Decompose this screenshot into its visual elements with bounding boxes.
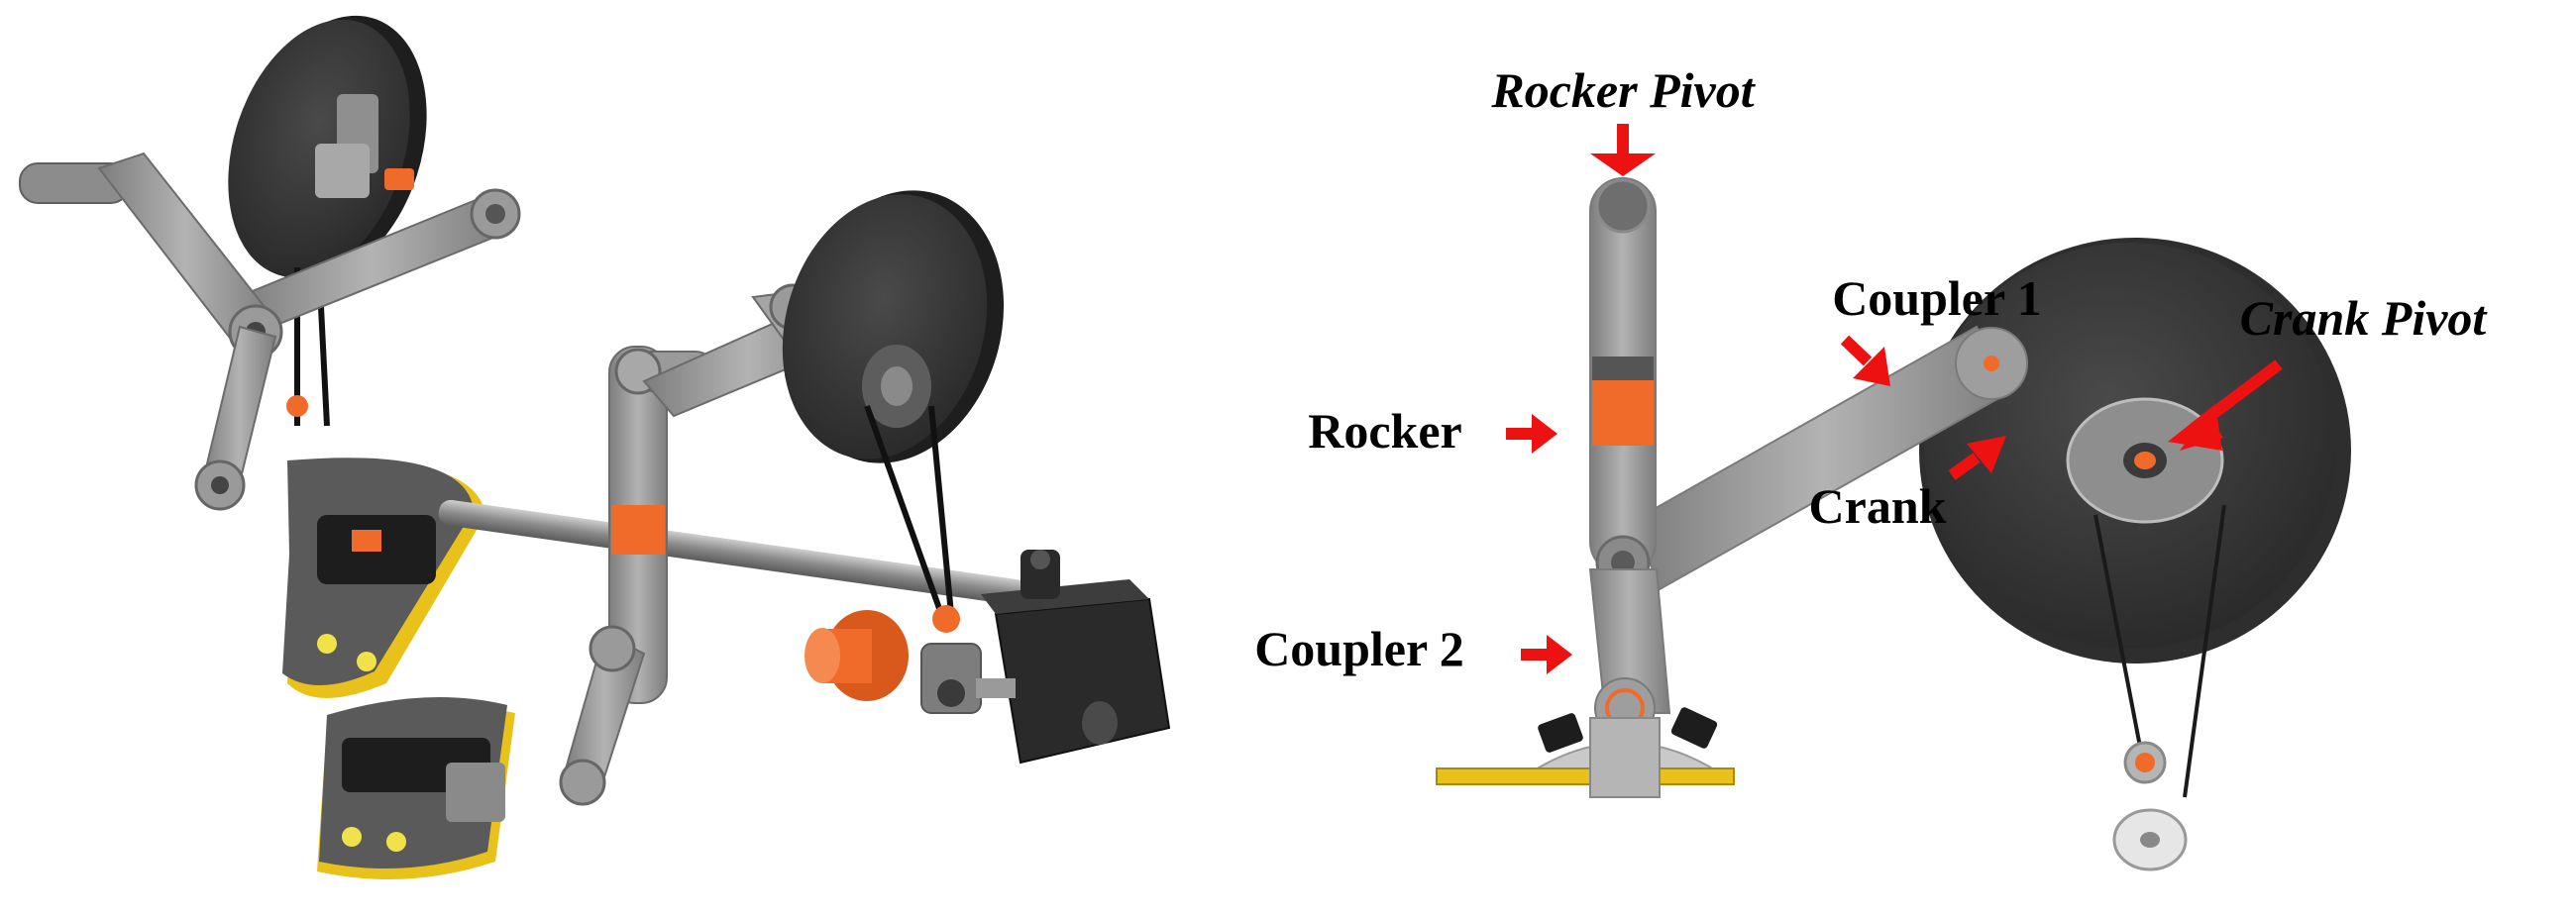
coupler-2-link (1588, 568, 1671, 739)
arrows (1506, 124, 2283, 674)
motor-box (976, 550, 1171, 765)
front-crank-disk (782, 190, 1005, 463)
shaft-coupling (805, 610, 909, 701)
front-coupler-2 (559, 625, 646, 806)
label-coupler-2: Coupler 2 (1254, 621, 1464, 676)
back-foot-plate (282, 458, 485, 698)
label-crank-pivot: Crank Pivot (2240, 290, 2489, 346)
mechanism-3d-view (19, 15, 1171, 879)
crank-pivot-arrow (2168, 359, 2283, 451)
rocker-pivot-arrow (1590, 124, 1656, 176)
front-foot-plate (317, 697, 515, 879)
label-crank: Crank (1809, 478, 1947, 534)
rocker-link (1589, 177, 1657, 590)
rocker-arrow (1506, 414, 1557, 454)
crank-arrow (1948, 436, 2006, 480)
coupler-2-arrow (1521, 635, 1572, 674)
front-pedal-mount (920, 605, 982, 714)
back-crank-disk (228, 15, 427, 282)
back-upper-link (236, 188, 521, 334)
linkage-diagram: Rocker Pivot Coupler 1 Crank Pivot Rocke… (1254, 62, 2489, 871)
label-rocker: Rocker (1308, 403, 1462, 459)
label-rocker-pivot: Rocker Pivot (1490, 62, 1756, 118)
front-belt-left (864, 404, 944, 616)
belt-and-pulley (2093, 504, 2226, 871)
front-belt-right (928, 405, 954, 615)
coupler-1-link (1633, 325, 2028, 591)
label-coupler-1: Coupler 1 (1832, 270, 2042, 326)
foot-plate (1436, 707, 1735, 798)
crank-disk (1919, 238, 2351, 664)
main-shaft (438, 499, 1028, 606)
coupler-1-arrow (1840, 335, 1890, 386)
back-coupler-link (194, 325, 308, 511)
